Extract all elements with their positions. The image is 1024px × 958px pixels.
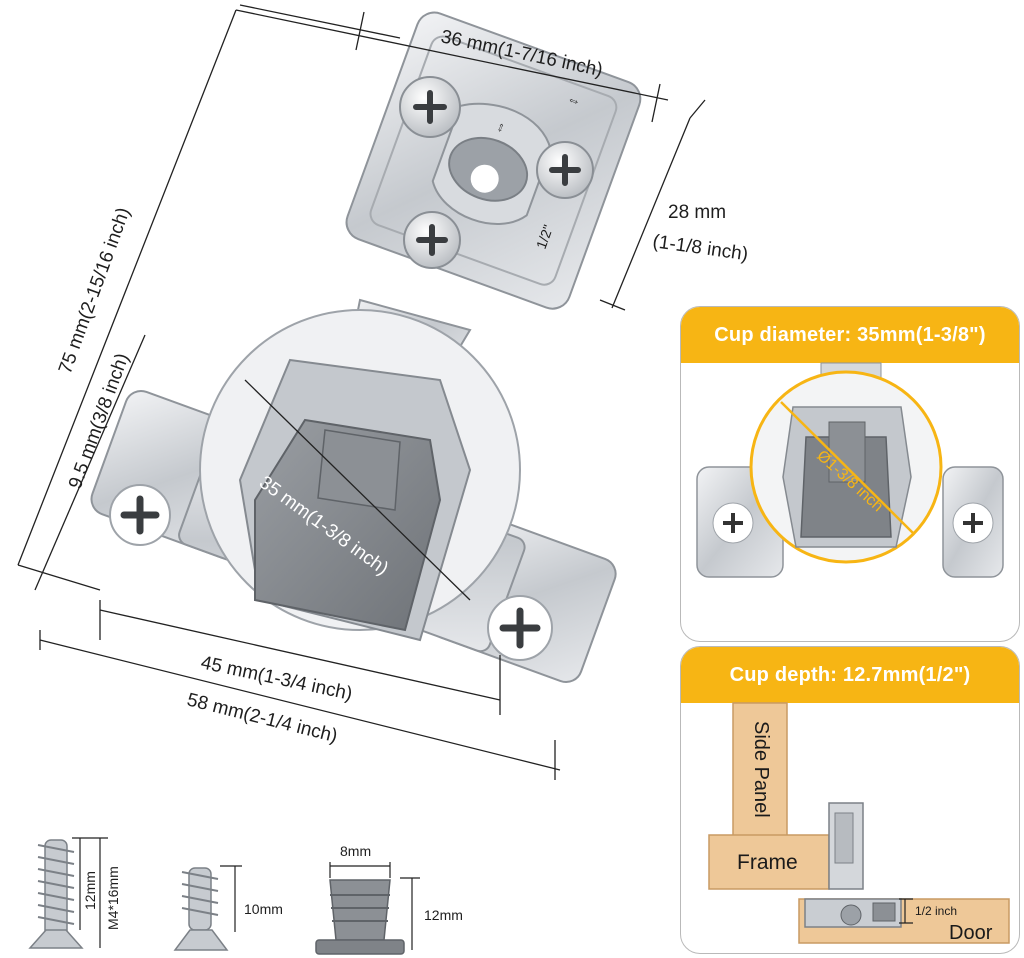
dowel-length: 12mm: [424, 907, 463, 923]
short-screw-length: 10mm: [244, 901, 283, 917]
cup-diameter-title: Cup diameter: 35mm(1-3/8"): [681, 307, 1019, 363]
side-panel-label: Side Panel: [750, 721, 772, 818]
long-screw-icon: [28, 839, 84, 949]
overall-length-label: 75 mm(2-15/16 inch): [55, 205, 135, 377]
base-screw-hole-icon: [109, 484, 553, 661]
door-label: Door: [949, 922, 993, 944]
short-screw-icon: [173, 867, 229, 951]
cup-depth-panel: Cup depth: 12.7mm(1/2") Side Panel Frame…: [680, 646, 1020, 954]
cup-diameter-panel: Cup diameter: 35mm(1-3/8") Ø1-3/8 inch: [680, 306, 1020, 642]
dowel-dimension: [329, 862, 420, 950]
cup-diameter-figure: Ø1-3/8 inch: [696, 362, 1004, 578]
dowel-icon: [315, 879, 405, 955]
right-height-mm-label: 28 mm: [668, 202, 726, 223]
cup-depth-figure: Side Panel Frame Door 1/2 inch: [708, 702, 1010, 944]
plate-screw-icon: [399, 76, 594, 269]
long-screw-length: 12mm: [82, 871, 98, 910]
dowel-width: 8mm: [340, 843, 371, 859]
adjust-arrow-icon: ⇔: [565, 90, 584, 110]
depth-label: 1/2 inch: [915, 904, 957, 918]
dimension-lines: [17, 4, 706, 780]
plate-marking: 1/2": [533, 223, 556, 251]
right-height-in-label: (1-1/8 inch): [651, 231, 749, 265]
overall-width-label: 58 mm(2-1/4 inch): [185, 689, 340, 747]
adjust-arrow-icon: ⇔: [492, 119, 512, 138]
long-screw-dimension: [72, 837, 108, 948]
frame-label: Frame: [737, 851, 798, 874]
cup-depth-title: Cup depth: 12.7mm(1/2"): [681, 647, 1019, 703]
short-screw-dimension: [220, 865, 242, 932]
long-screw-spec: M4*16mm: [105, 866, 121, 930]
hinge-body: [90, 11, 642, 684]
